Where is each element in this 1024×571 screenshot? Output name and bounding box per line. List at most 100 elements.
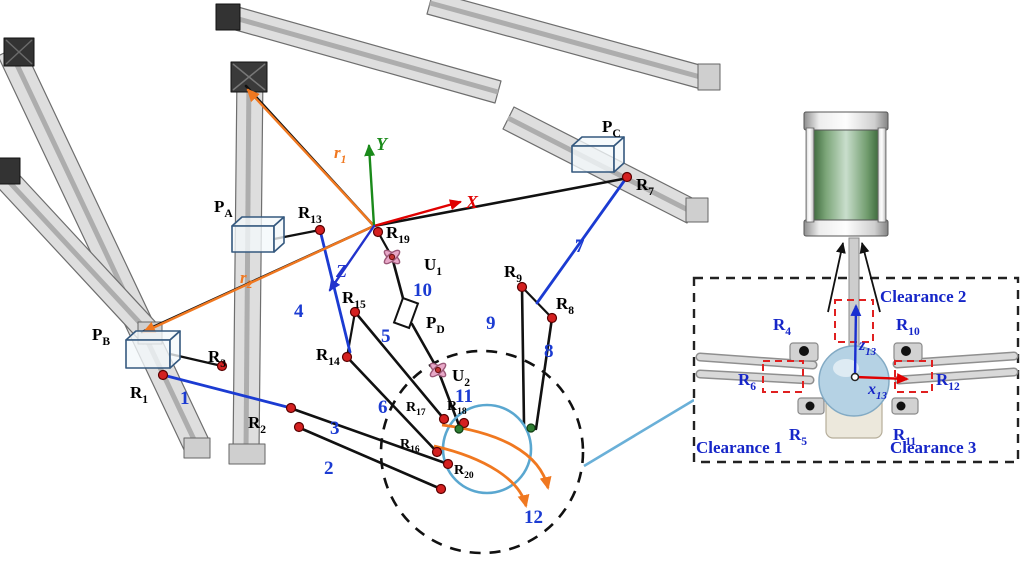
- label-link-5: 5: [381, 326, 391, 347]
- inset-rods: [695, 351, 1019, 385]
- label-r1: r1: [334, 143, 346, 166]
- label-x13: x13: [867, 381, 887, 402]
- actuator-cylinder: [803, 111, 889, 237]
- joint-dot-R20: [442, 458, 454, 470]
- universal-joint-U1: [383, 249, 401, 265]
- axis-z13-arrow: [850, 304, 862, 378]
- joint-dot-R14: [341, 351, 353, 363]
- label-R3: R3: [208, 347, 226, 370]
- callout-line: [583, 398, 695, 468]
- main-labels: PA PB PC PD R13 R19 R7 R3 R1 R2 R15 R14 …: [92, 117, 654, 528]
- label-R18: R18: [447, 399, 467, 417]
- label-R20: R20: [454, 463, 474, 481]
- sphere-highlight: [833, 359, 859, 377]
- joint-dot-green-2: [526, 423, 536, 433]
- link-2: [298, 426, 443, 491]
- label-PC: PC: [602, 117, 621, 140]
- label-PB: PB: [92, 325, 110, 348]
- joint-dot-platform-low: [435, 483, 447, 495]
- joint-dot-R4: [799, 346, 809, 356]
- label-axis-y: Y: [376, 134, 389, 154]
- label-link-10: 10: [413, 280, 432, 301]
- joint-dot-R9: [516, 281, 528, 293]
- label-axis-x: X: [465, 192, 479, 212]
- joint-dot-R2: [285, 402, 297, 414]
- joint-dot-R1: [157, 369, 169, 381]
- label-PD: PD: [426, 313, 445, 336]
- vectors-and-axes: [142, 88, 462, 334]
- inset-panel: Clearance 2 Clearance 1 Clearance 3 R4 R…: [692, 111, 1020, 464]
- prismatic-PD-symbol: [392, 296, 420, 330]
- label-R2: R2: [248, 413, 266, 436]
- universal-joint-U2: [429, 362, 447, 378]
- middle-limb-symbols: [383, 249, 447, 378]
- link-1: [161, 373, 293, 410]
- link-5: [353, 310, 446, 421]
- axis-x-arrow: [372, 199, 462, 228]
- dashed-detail-circle: [379, 349, 585, 555]
- joint-dot-R10: [901, 346, 911, 356]
- link-3: [291, 407, 450, 466]
- label-link-8: 8: [544, 341, 554, 362]
- slider-PB: [125, 330, 181, 369]
- label-R14: R14: [316, 345, 340, 368]
- label-axis-z: Z: [335, 261, 347, 281]
- vector-r1: [246, 88, 376, 228]
- joint-dot-R3: [216, 360, 228, 372]
- rail-center: [228, 61, 268, 465]
- label-clearance-1: Clearance 1: [696, 438, 782, 457]
- label-R19: R19: [386, 223, 410, 246]
- axis-y-arrow: [364, 144, 376, 228]
- label-link-12: 12: [524, 507, 543, 528]
- label-r2: r2: [240, 268, 253, 291]
- piston-rod: [848, 237, 860, 353]
- clearance-3-box: [894, 360, 933, 393]
- label-link-7: 7: [575, 236, 585, 257]
- label-link-3: 3: [330, 418, 340, 439]
- clearance-2-box: [834, 299, 874, 343]
- label-link-1: 1: [180, 388, 190, 409]
- label-clearance-2: Clearance 2: [880, 287, 966, 306]
- rod-origin-to-R7: [372, 176, 630, 228]
- joint-dot-R5: [805, 401, 815, 411]
- label-clearance-3: Clearance 3: [890, 438, 976, 457]
- slider-PA: [231, 216, 285, 253]
- joint-dot-R18: [458, 417, 470, 429]
- inset-labels: Clearance 2 Clearance 1 Clearance 3 R4 R…: [696, 287, 976, 457]
- label-link-6: 6: [378, 397, 388, 418]
- label-link-4: 4: [294, 301, 304, 322]
- joint-dot-R11: [896, 401, 906, 411]
- label-R4: R4: [773, 315, 791, 338]
- label-PA: PA: [214, 197, 233, 220]
- label-link-9: 9: [486, 313, 496, 334]
- vector-r2: [142, 224, 376, 334]
- label-R1: R1: [130, 383, 148, 406]
- label-R15: R15: [342, 288, 366, 311]
- label-z13: z13: [858, 337, 877, 358]
- force-arrow-left: [827, 242, 846, 313]
- label-link-2: 2: [324, 458, 334, 479]
- axis-z-arrow: [328, 224, 376, 292]
- label-R10: R10: [896, 315, 920, 338]
- force-arrow-right: [859, 242, 881, 313]
- label-U1: U1: [424, 255, 442, 278]
- joint-dot-R17: [438, 413, 450, 425]
- axis-x13-arrow: [854, 373, 909, 385]
- rail-left: [0, 37, 211, 459]
- joint-dot-green-1: [454, 424, 464, 434]
- label-R5: R5: [789, 425, 807, 448]
- link-9: [520, 285, 526, 426]
- label-R17: R17: [406, 400, 426, 418]
- slider-PC: [571, 136, 625, 173]
- label-R8: R8: [556, 294, 574, 317]
- label-R13: R13: [298, 203, 322, 226]
- beam-top-left: [215, 3, 502, 104]
- beam-top-left-end-cap: [215, 3, 241, 31]
- joint-dots: [157, 171, 633, 495]
- joint-dot-R13: [314, 224, 326, 236]
- joint-dot-parallelogram-b: [293, 421, 305, 433]
- label-R12: R12: [936, 370, 960, 393]
- inset-joint-dots: [799, 346, 911, 411]
